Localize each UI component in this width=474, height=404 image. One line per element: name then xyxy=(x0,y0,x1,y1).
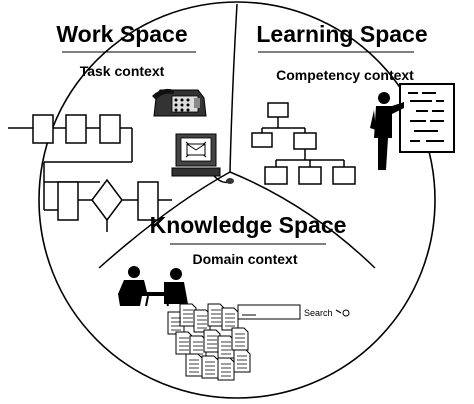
knowledge-space-title: Knowledge Space xyxy=(150,212,347,238)
knowledge-space-region: Knowledge Space Domain context xyxy=(118,212,350,381)
task-context-label: Task context xyxy=(80,63,165,79)
presenter-icon xyxy=(370,83,455,170)
org-chart-diagram xyxy=(251,102,356,185)
work-space-title: Work Space xyxy=(56,21,187,47)
computer-icon xyxy=(171,133,234,184)
domain-context-label: Domain context xyxy=(192,251,297,267)
learning-space-title: Learning Space xyxy=(256,21,427,47)
work-space-region: Work Space Task context xyxy=(8,21,234,232)
learning-space-region: Learning Space Competency context xyxy=(251,21,455,185)
process-flow-diagram xyxy=(8,114,172,232)
search-widget: Search xyxy=(237,304,350,320)
divider-lines xyxy=(98,3,376,269)
magnifier-icon xyxy=(335,309,350,317)
search-input xyxy=(237,304,301,320)
telephone-icon xyxy=(152,88,207,117)
documents-stack-icon xyxy=(167,303,251,381)
meeting-people-icon xyxy=(118,266,188,307)
competency-context-label: Competency context xyxy=(276,67,414,83)
search-label: Search xyxy=(304,308,333,318)
